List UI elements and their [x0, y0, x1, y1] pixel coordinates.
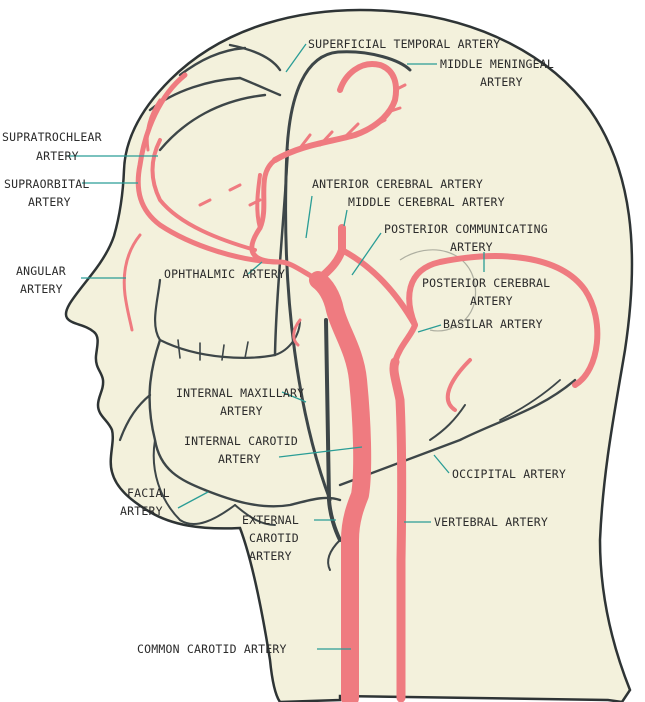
label-basilar-artery: BASILAR ARTERY	[443, 317, 543, 331]
label-occipital-artery: OCCIPITAL ARTERY	[452, 467, 566, 481]
label-facial-artery: FACIAL ARTERY	[120, 486, 177, 518]
label-ophthalmic-artery: OPHTHALMIC ARTERY	[164, 267, 285, 281]
label-superficial-temporal-artery: SUPERFICIAL TEMPORAL ARTERY	[308, 37, 500, 51]
label-supraorbital-artery: SUPRAORBITAL ARTERY	[4, 177, 97, 209]
labels: SUPERFICIAL TEMPORAL ARTERY MIDDLE MENIN…	[2, 37, 566, 656]
dark-vessels	[118, 43, 577, 571]
label-posterior-cerebral-artery: POSTERIOR CEREBRAL ARTERY	[422, 276, 557, 308]
label-internal-maxillary-artery: INTERNAL MAXILLARY ARTERY	[176, 386, 311, 418]
label-posterior-communicating-artery: POSTERIOR COMMUNICATING ARTERY	[384, 222, 555, 254]
label-anterior-cerebral-artery: ANTERIOR CEREBRAL ARTERY	[312, 177, 483, 191]
label-middle-cerebral-artery: MIDDLE CEREBRAL ARTERY	[348, 195, 505, 209]
label-external-carotid-artery: EXTERNAL CAROTID ARTERY	[242, 513, 306, 563]
arteries	[122, 61, 601, 702]
label-common-carotid-artery: COMMON CAROTID ARTERY	[137, 642, 287, 656]
label-internal-carotid-artery: INTERNAL CAROTID ARTERY	[184, 434, 305, 466]
label-supratrochlear-artery: SUPRATROCHLEAR ARTERY	[2, 130, 109, 163]
label-angular-artery: ANGULAR ARTERY	[16, 264, 73, 296]
label-vertebral-artery: VERTEBRAL ARTERY	[434, 515, 548, 529]
ear-outline	[399, 249, 477, 332]
label-middle-meningeal-artery: MIDDLE MENINGEAL ARTERY	[440, 57, 561, 89]
leader-lines	[66, 43, 485, 650]
